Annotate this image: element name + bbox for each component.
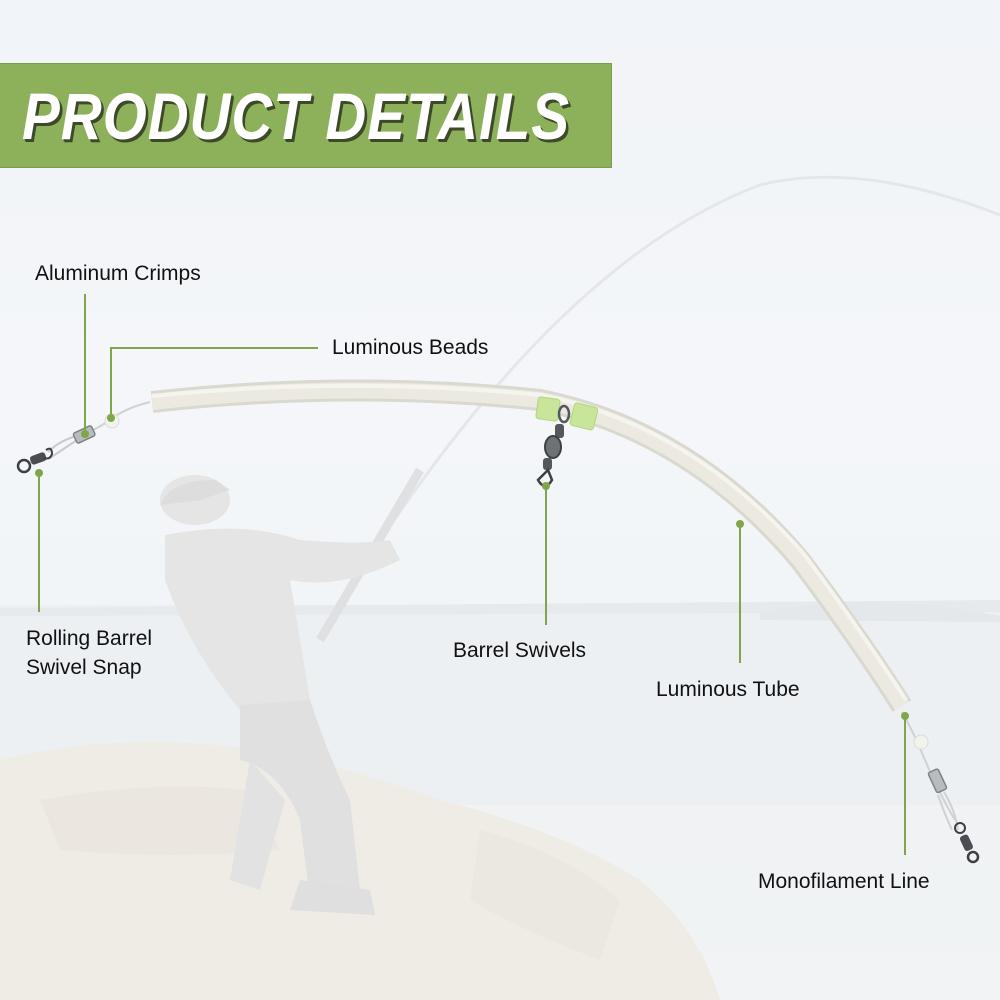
luminous-bead-icon	[913, 734, 929, 750]
rolling-swivel-icon	[959, 834, 973, 851]
callout-barrel-swivels: Barrel Swivels	[453, 639, 587, 662]
luminous-bead-icon	[535, 396, 561, 422]
callout-aluminum-crimps: Aluminum Crimps	[35, 262, 201, 285]
callout-luminous-beads: Luminous Beads	[332, 336, 489, 359]
callout-leader-lines	[38, 294, 906, 855]
callout-monofilament-line: Monofilament Line	[758, 870, 930, 893]
barrel-swivel-assembly	[535, 396, 599, 488]
right-rig-end	[901, 711, 980, 864]
product-details-banner: PRODUCT DETAILS	[0, 63, 612, 168]
aluminum-crimp-icon	[927, 768, 948, 794]
rolling-swivel-icon	[29, 452, 47, 465]
callout-rolling-barrel-swivel-snap-line1: Rolling Barrel	[26, 627, 153, 650]
callout-luminous-tube: Luminous Tube	[656, 678, 800, 701]
luminous-bead-icon	[569, 402, 599, 431]
callout-rolling-barrel-swivel-snap-line2: Swivel Snap	[26, 656, 142, 679]
callout-anchor-dots	[35, 414, 909, 720]
banner-title: PRODUCT DETAILS	[22, 78, 570, 153]
